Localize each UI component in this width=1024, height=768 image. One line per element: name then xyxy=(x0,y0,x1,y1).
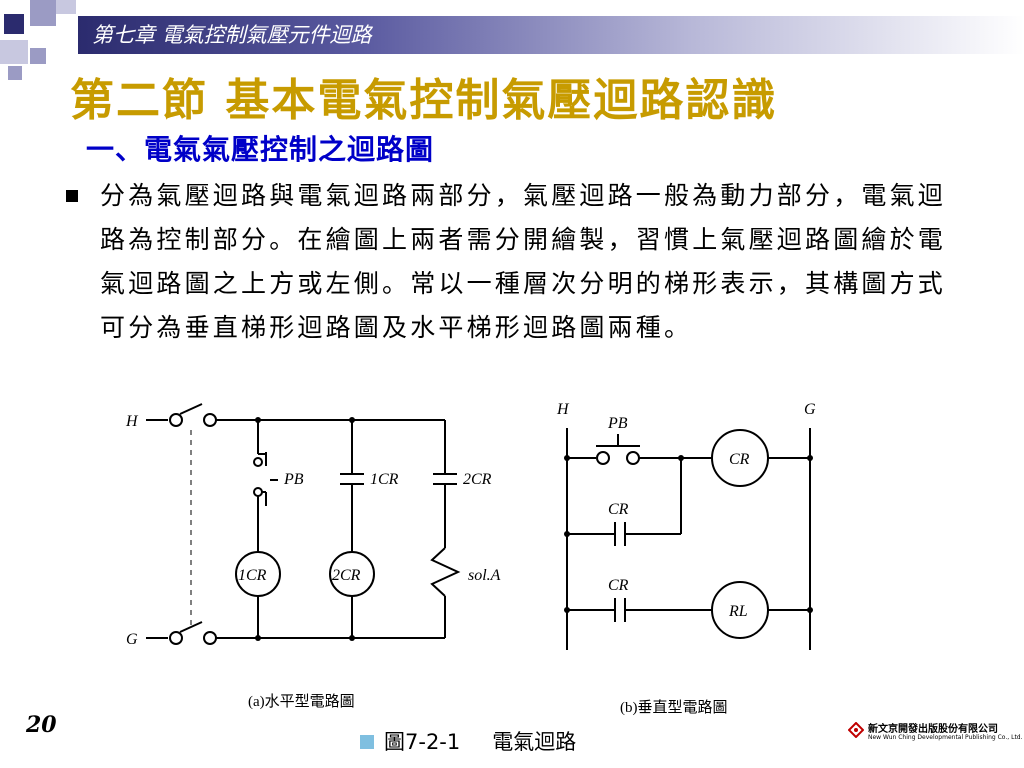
a-label-H: H xyxy=(125,413,139,430)
caption-a: (a)水平型電路圖 xyxy=(248,693,355,710)
pb-contact-top xyxy=(253,457,263,467)
b-label-PB: PB xyxy=(607,415,628,432)
a-label-2CR-coil: 2CR xyxy=(332,567,361,584)
decor-square xyxy=(30,0,56,26)
figure-title: 電氣迴路 xyxy=(492,730,577,754)
a-label-PB: PB xyxy=(283,471,304,488)
bullet-square-icon xyxy=(66,190,78,202)
page-number: 20 xyxy=(26,712,57,738)
decor-square xyxy=(0,40,28,64)
diagram-b xyxy=(566,428,811,650)
publisher-name: 新文京開發出版股份有限公司 xyxy=(868,724,998,735)
decor-square xyxy=(56,0,76,14)
publisher-icon xyxy=(848,722,864,738)
publisher-logo: 新文京開發出版股份有限公司 New Wun Ching Developmenta… xyxy=(848,720,1023,750)
slide-title: 第二節 基本電氣控制氣壓迴路認識 xyxy=(70,75,778,126)
b-label-CR-coil: CR xyxy=(729,451,750,468)
chapter-title: 第七章 電氣控制氣壓元件迴路 xyxy=(92,23,372,47)
decor-square xyxy=(8,66,22,80)
figure-label: 圖7-2-1 xyxy=(384,730,461,754)
chapter-banner xyxy=(78,16,1024,54)
decor-square xyxy=(4,14,24,34)
a-label-2CR-contact: 2CR xyxy=(463,471,492,488)
a-label-1CR-contact: 1CR xyxy=(370,471,399,488)
publisher-name-en: New Wun Ching Developmental Publishing C… xyxy=(868,734,1023,741)
diagram-a xyxy=(146,403,461,645)
b-label-CR-contact2: CR xyxy=(608,577,629,594)
slide-subtitle: 一、電氣氣壓控制之迴路圖 xyxy=(86,133,435,166)
a-label-sol: sol.A xyxy=(468,567,501,584)
caption-b: (b)垂直型電路圖 xyxy=(620,699,728,716)
figure-caption: 圖7-2-1 電氣迴路 xyxy=(360,726,576,756)
b-label-G: G xyxy=(804,401,816,418)
bullet-text: 分為氣壓迴路與電氣迴路兩部分，氣壓迴路一般為動力部分，電氣迴路為控制部分。在繪圖… xyxy=(100,181,947,342)
b-label-H: H xyxy=(556,401,570,418)
b-label-CR-contact1: CR xyxy=(608,501,629,518)
a-label-1CR-coil: 1CR xyxy=(238,567,267,584)
b-label-RL-coil: RL xyxy=(728,603,748,620)
decor-square xyxy=(30,48,46,64)
a-label-G: G xyxy=(126,631,138,648)
caption-square-icon xyxy=(360,735,374,749)
pb-contact-bottom xyxy=(253,487,263,497)
